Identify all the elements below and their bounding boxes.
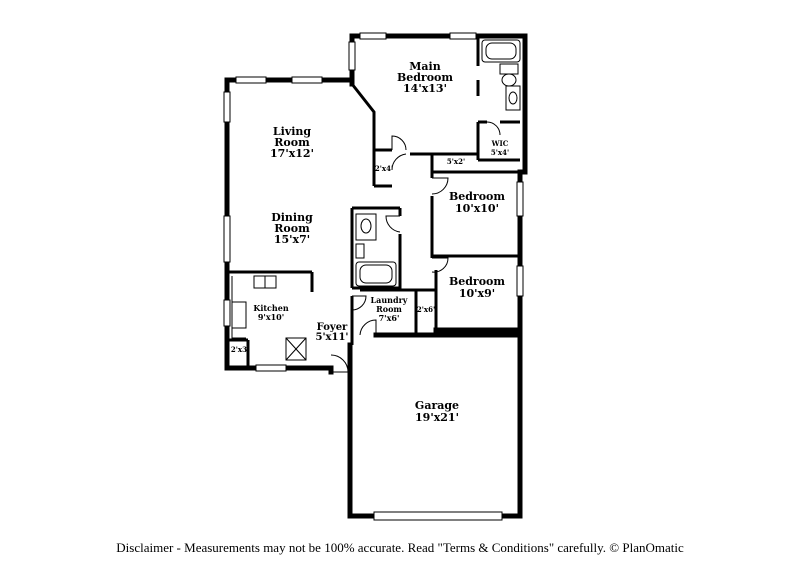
- fixtures: [231, 39, 521, 361]
- room-dining-name2: Room: [274, 222, 310, 235]
- closet-main-label: 5'x2': [447, 157, 465, 166]
- room-dining-name1: Dining: [271, 211, 313, 224]
- room-main-bedroom-name1: Main: [409, 60, 440, 73]
- room-bedroom2-name: Bedroom: [449, 190, 505, 203]
- room-bedroom2-dim: 10'x10': [455, 202, 499, 215]
- room-living-dim: 17'x12': [270, 147, 314, 160]
- room-wic-name: WIC: [491, 139, 509, 148]
- room-garage-name: Garage: [415, 399, 459, 412]
- disclaimer-text: Disclaimer - Measurements may not be 100…: [116, 540, 684, 555]
- room-kitchen-name: Kitchen: [253, 303, 288, 313]
- windows: [223, 32, 524, 372]
- room-living-name2: Room: [274, 136, 310, 149]
- room-labels: Main Bedroom 14'x13' Living Room 17'x12'…: [231, 60, 509, 424]
- room-laundry-name1: Laundry: [371, 295, 408, 305]
- room-bedroom3-name: Bedroom: [449, 275, 505, 288]
- doors: [330, 121, 501, 373]
- room-living-name1: Living: [273, 125, 311, 138]
- garage-door: [373, 511, 503, 521]
- room-wic-dim: 5'x4': [491, 148, 509, 157]
- room-laundry-name2: Room: [376, 304, 402, 314]
- room-laundry-dim: 7'x6': [379, 313, 400, 323]
- floor-plan: Main Bedroom 14'x13' Living Room 17'x12'…: [223, 32, 528, 521]
- closet-laundry-label: 2'x6': [417, 305, 435, 314]
- room-kitchen-dim: 9'x10': [258, 312, 284, 322]
- room-main-bedroom-dim: 14'x13': [403, 82, 447, 95]
- closet-hall-label: 2'x4': [375, 164, 393, 173]
- room-garage-dim: 19'x21': [415, 411, 459, 424]
- closet-kitchen-label: 2'x3': [231, 345, 249, 354]
- room-foyer-dim: 5'x11': [316, 332, 349, 343]
- room-foyer-name: Foyer: [317, 322, 348, 333]
- room-dining-dim: 15'x7': [274, 233, 310, 246]
- room-bedroom3-dim: 10'x9': [459, 287, 495, 300]
- room-main-bedroom-name2: Bedroom: [397, 71, 453, 84]
- interior-walls: [227, 36, 520, 368]
